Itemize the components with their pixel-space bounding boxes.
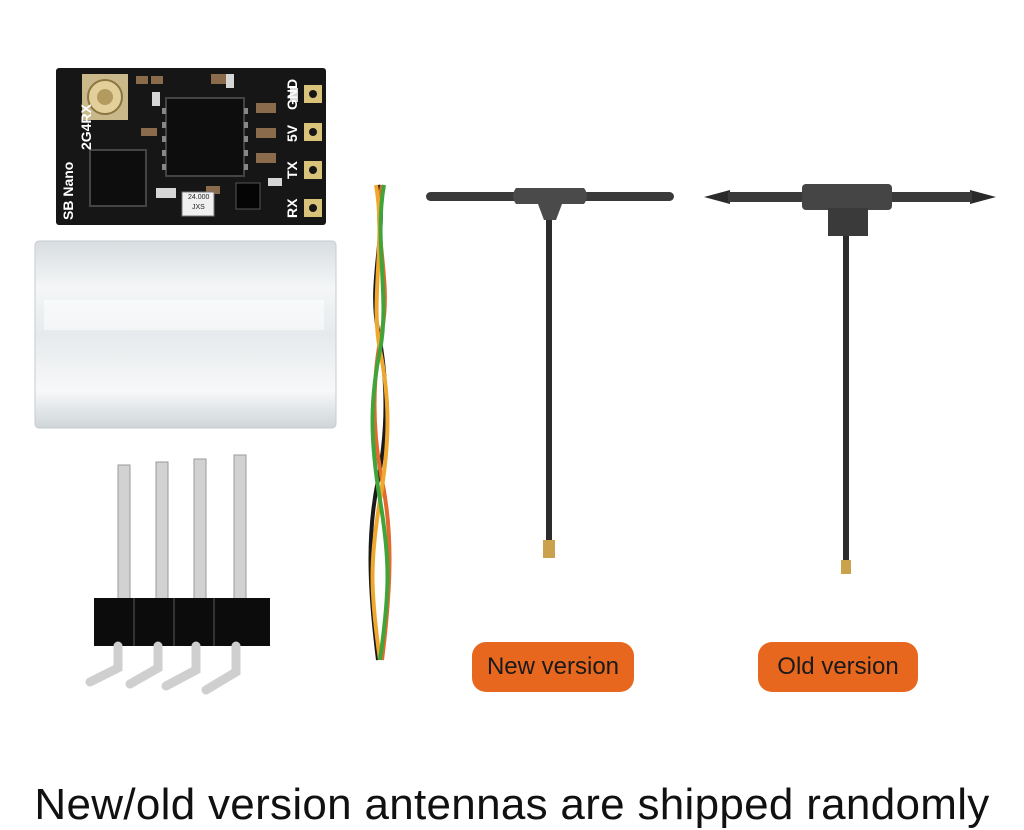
board-model-text: SB Nano (60, 161, 76, 220)
pin-label-5v: 5V (284, 124, 300, 142)
receiver-pcb: SB Nano 2G4RX 24.000 JXS GND 5V TX RX (56, 68, 326, 225)
board-band-text: 2G4RX (78, 104, 94, 150)
antenna-new-version (420, 180, 680, 570)
pin-header (78, 450, 278, 700)
twisted-wire-harness (368, 180, 398, 665)
pin-label-rx: RX (284, 198, 300, 218)
crystal-freq-text: 24.000 (188, 194, 210, 201)
heat-shrink-tube (34, 240, 337, 429)
pin-label-gnd: GND (284, 78, 300, 110)
antenna-old-version (700, 180, 1000, 580)
receiver-pcb-graphic (56, 68, 326, 225)
old-version-badge: Old version (758, 642, 918, 692)
shipping-note-caption: New/old version antennas are shipped ran… (34, 780, 990, 829)
new-version-badge: New version (472, 642, 634, 692)
crystal-brand-text: JXS (192, 204, 205, 211)
pin-label-tx: TX (284, 161, 300, 179)
